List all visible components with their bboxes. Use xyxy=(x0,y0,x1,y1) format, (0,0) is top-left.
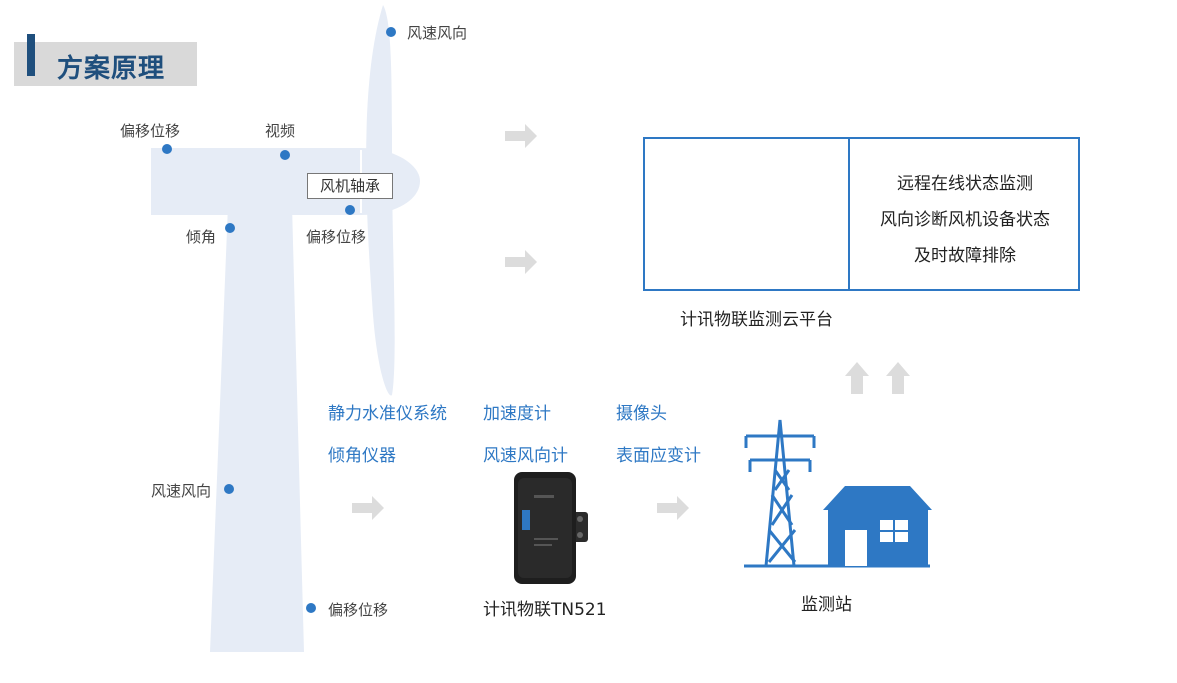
hub-offset-label: 偏移位移 xyxy=(306,228,367,246)
station-caption: 监测站 xyxy=(801,595,852,615)
nacelle-offset-label: 偏移位移 xyxy=(120,122,181,140)
video-label: 视频 xyxy=(265,122,296,140)
sensor-dot xyxy=(162,144,172,154)
device-caption: 计讯物联TN521 xyxy=(483,600,607,620)
sensor-item: 静力水准仪系统 xyxy=(328,404,447,424)
page-title: 方案原理 xyxy=(57,54,166,84)
sensor-item: 倾角仪器 xyxy=(328,446,396,466)
station-house-icon xyxy=(823,486,932,566)
title-accent-bar xyxy=(27,34,35,76)
platform-feature: 远程在线状态监测 xyxy=(897,174,1033,194)
platform-feature: 风向诊断风机设备状态 xyxy=(880,210,1050,230)
turbine-tower xyxy=(210,205,304,652)
top-wind-label: 风速风向 xyxy=(407,24,468,42)
sensor-item: 加速度计 xyxy=(483,404,551,424)
platform-divider xyxy=(848,137,850,291)
title-background xyxy=(14,42,197,86)
sensor-dot xyxy=(386,27,396,37)
sensor-dot xyxy=(224,484,234,494)
sensor-dot xyxy=(280,150,290,160)
sensor-item: 摄像头 xyxy=(616,404,667,424)
platform-caption: 计讯物联监测云平台 xyxy=(680,310,833,330)
sensor-dot xyxy=(306,603,316,613)
tilt-label: 倾角 xyxy=(186,228,217,246)
flow-arrow xyxy=(352,124,910,520)
platform-feature: 及时故障排除 xyxy=(914,246,1016,266)
sensor-item: 风速风向计 xyxy=(483,446,568,466)
platform-box xyxy=(643,137,1080,291)
sensor-dot xyxy=(225,223,235,233)
device-icon xyxy=(514,472,588,584)
sensor-item: 表面应变计 xyxy=(616,446,701,466)
bearing-label: 风机轴承 xyxy=(307,173,393,199)
base-offset-label: 偏移位移 xyxy=(328,601,389,619)
tower-wind-label: 风速风向 xyxy=(151,482,212,500)
sensor-dot xyxy=(345,205,355,215)
